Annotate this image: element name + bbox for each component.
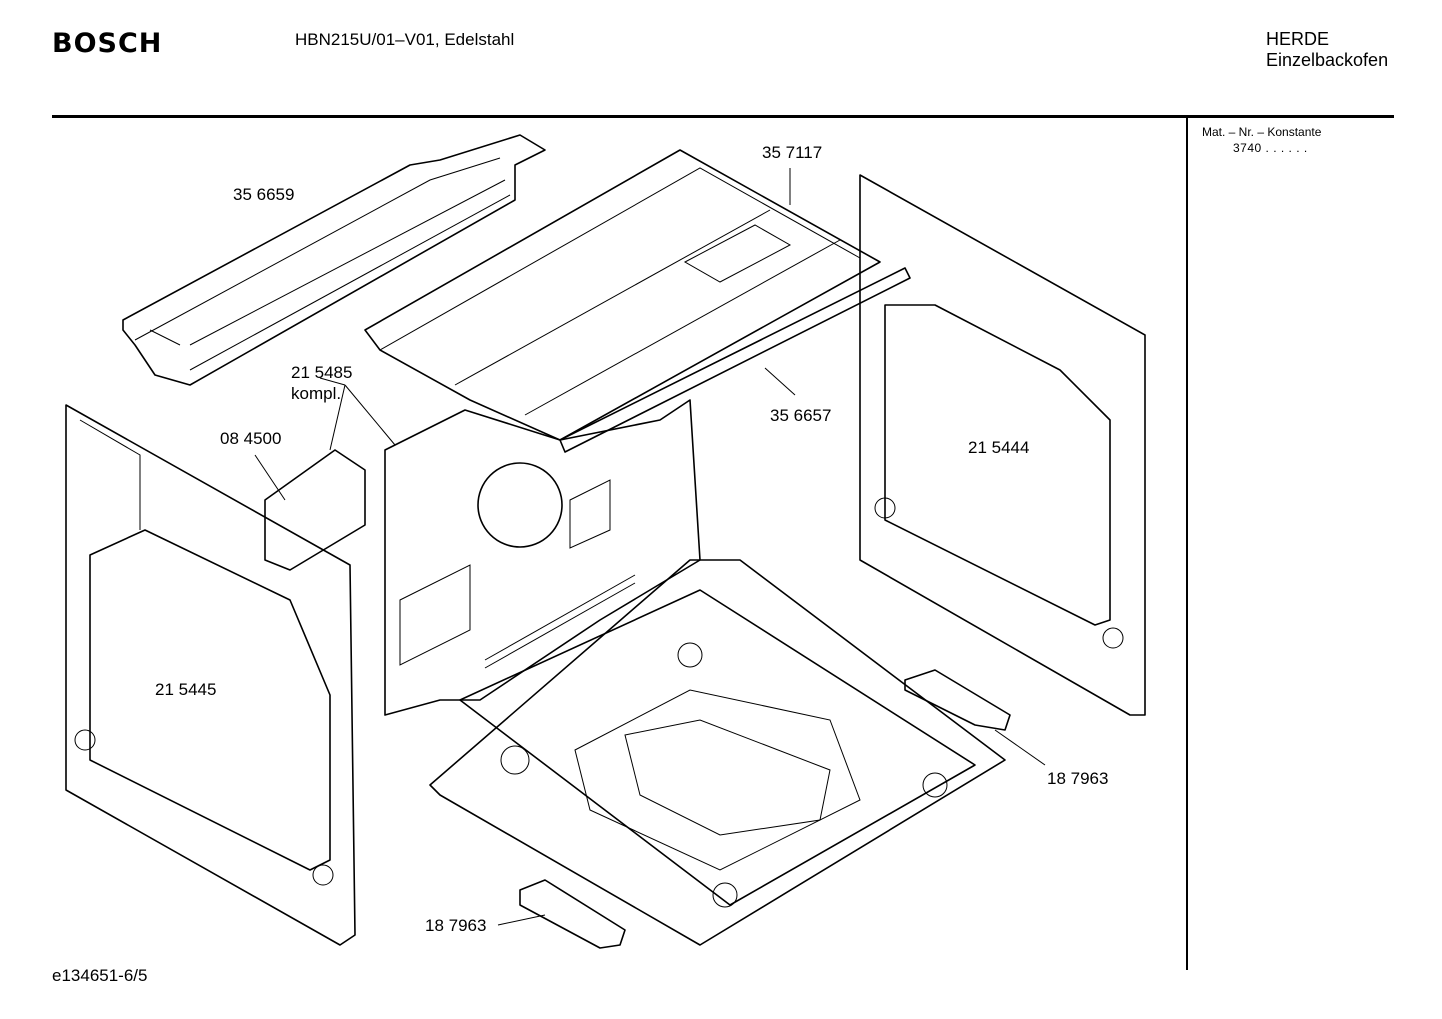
model-title: HBN215U/01–V01, Edelstahl [295, 30, 515, 49]
part-label-kompl: kompl. [291, 384, 342, 403]
oven-floor-part [429, 559, 1006, 946]
subcategory-label: Einzelbackofen [1266, 50, 1389, 70]
header-divider [52, 115, 1394, 118]
part-label-357117: 35 7117 [762, 143, 823, 162]
mat-nr-label: Mat. – Nr. – Konstante [1202, 125, 1322, 139]
part-label-215444: 21 5444 [968, 438, 1030, 457]
part-label-187963-upper: 18 7963 [1047, 769, 1109, 788]
mat-nr-value: 3740 . . . . . . [1233, 141, 1308, 155]
top-cover-part [364, 149, 881, 441]
part-label-084500: 08 4500 [220, 429, 282, 448]
brand-logo: BOSCH [52, 28, 163, 59]
rail-guide-lower [519, 879, 626, 949]
right-side-panel-part [859, 174, 1146, 716]
part-label-215485: 21 5485 [291, 363, 353, 382]
oven-cavity-part [384, 399, 701, 716]
part-label-215445: 21 5445 [155, 680, 217, 699]
category-label: HERDE [1266, 29, 1330, 49]
top-rail-part [122, 134, 546, 386]
left-side-panel-part [65, 404, 356, 946]
rail-guide-upper [904, 669, 1011, 731]
drawing-id: e134651-6/5 [52, 966, 148, 985]
vent-plate-part [264, 449, 366, 571]
sidebar-divider [1186, 117, 1188, 970]
part-label-356657: 35 6657 [770, 406, 832, 425]
part-label-187963-lower: 18 7963 [425, 916, 487, 935]
part-label-356659: 35 6659 [233, 185, 295, 204]
leader-lines [254, 168, 1046, 926]
front-strip-part [559, 267, 911, 453]
